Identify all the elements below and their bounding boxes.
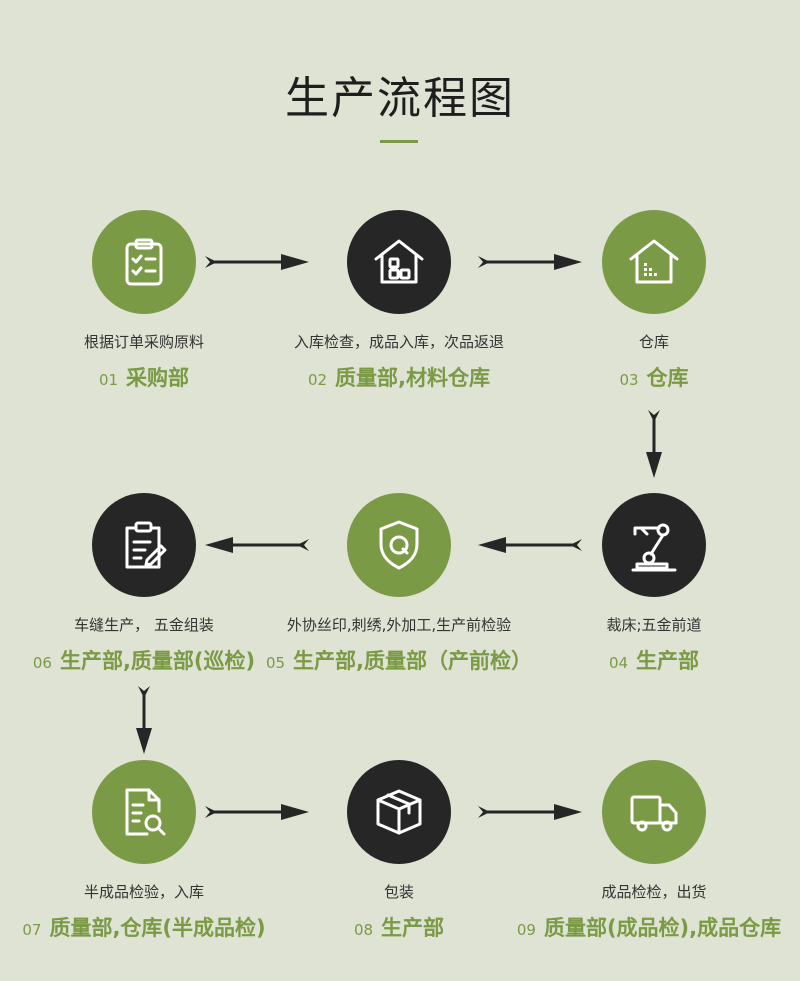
step-09-num: 09 bbox=[516, 921, 536, 939]
clipboard-edit-icon bbox=[125, 521, 167, 569]
step-05-desc: 外协丝印,刺绣,外加工,生产前检验 bbox=[286, 616, 512, 634]
step-09-circle bbox=[602, 760, 706, 864]
shield-q-icon bbox=[379, 520, 419, 570]
delivery-truck-icon bbox=[630, 795, 678, 832]
step-01-label: 01 采购部 bbox=[44, 362, 244, 392]
step-05-label: 05 生产部,质量部（产前检） bbox=[264, 645, 534, 675]
robot-arm-icon bbox=[631, 523, 677, 572]
step-09-desc: 成品检检，出货 bbox=[601, 883, 707, 901]
step-06-dept: 生产部,质量部(巡检) bbox=[59, 649, 256, 673]
step-06-circle bbox=[92, 493, 196, 597]
step-03-desc: 仓库 bbox=[638, 333, 669, 351]
step-04-circle bbox=[602, 493, 706, 597]
arrow-right-1 bbox=[205, 254, 309, 270]
step-07-num: 07 bbox=[22, 921, 42, 939]
arrow-right-2 bbox=[478, 254, 582, 270]
step-09-label: 09 质量部(成品检),成品仓库 bbox=[504, 912, 794, 942]
step-08-dept: 生产部 bbox=[381, 916, 445, 940]
package-box-icon bbox=[376, 789, 422, 835]
step-07-circle bbox=[92, 760, 196, 864]
step-02-num: 02 bbox=[307, 371, 328, 389]
step-01-desc: 根据订单采购原料 bbox=[83, 333, 204, 351]
step-03-circle bbox=[602, 210, 706, 314]
step-03-num: 03 bbox=[619, 371, 639, 389]
step-01-num: 01 bbox=[98, 371, 119, 389]
document-search-icon bbox=[125, 788, 166, 836]
warehouse-icon bbox=[629, 239, 679, 284]
arrow-down-1 bbox=[646, 410, 662, 478]
step-02-desc: 入库检查，成品入库，次品返退 bbox=[293, 333, 504, 351]
step-01-circle bbox=[92, 210, 196, 314]
arrow-down-2 bbox=[136, 686, 152, 754]
arrow-right-4 bbox=[478, 804, 582, 820]
step-05-circle bbox=[347, 493, 451, 597]
arrow-left-1 bbox=[205, 537, 309, 553]
step-06-num: 06 bbox=[32, 654, 52, 672]
step-08-label: 08 生产部 bbox=[299, 912, 499, 942]
step-09-dept: 质量部(成品检),成品仓库 bbox=[543, 916, 782, 940]
step-06-label: 06 生产部,质量部(巡检) bbox=[14, 645, 274, 675]
step-04-num: 04 bbox=[608, 654, 629, 672]
step-04-desc: 裁床;五金前道 bbox=[606, 616, 702, 634]
step-07-label: 07 质量部,仓库(半成品检) bbox=[14, 912, 274, 942]
step-02-circle bbox=[347, 210, 451, 314]
title-underline bbox=[380, 140, 418, 143]
step-06-desc: 车缝生产， 五金组装 bbox=[74, 616, 214, 634]
step-04-dept: 生产部 bbox=[636, 649, 700, 673]
page-title: 生产流程图 bbox=[285, 73, 515, 124]
step-08-desc: 包装 bbox=[383, 883, 414, 901]
step-05-num: 05 bbox=[265, 654, 286, 672]
step-05-dept: 生产部,质量部（产前检） bbox=[293, 649, 533, 673]
step-03-label: 03 仓库 bbox=[554, 362, 754, 392]
clipboard-check-icon bbox=[125, 238, 163, 286]
warehouse-boxes-icon bbox=[374, 239, 424, 284]
step-03-dept: 仓库 bbox=[646, 366, 689, 390]
step-02-dept: 质量部,材料仓库 bbox=[335, 366, 491, 390]
step-08-num: 08 bbox=[353, 921, 374, 939]
arrow-left-2 bbox=[478, 537, 582, 553]
step-07-dept: 质量部,仓库(半成品检) bbox=[49, 916, 266, 940]
arrow-right-3 bbox=[205, 804, 309, 820]
step-07-desc: 半成品检验，入库 bbox=[83, 883, 204, 901]
step-04-label: 04 生产部 bbox=[554, 645, 754, 675]
step-02-label: 02 质量部,材料仓库 bbox=[274, 362, 524, 392]
step-08-circle bbox=[347, 760, 451, 864]
step-01-dept: 采购部 bbox=[126, 366, 190, 390]
